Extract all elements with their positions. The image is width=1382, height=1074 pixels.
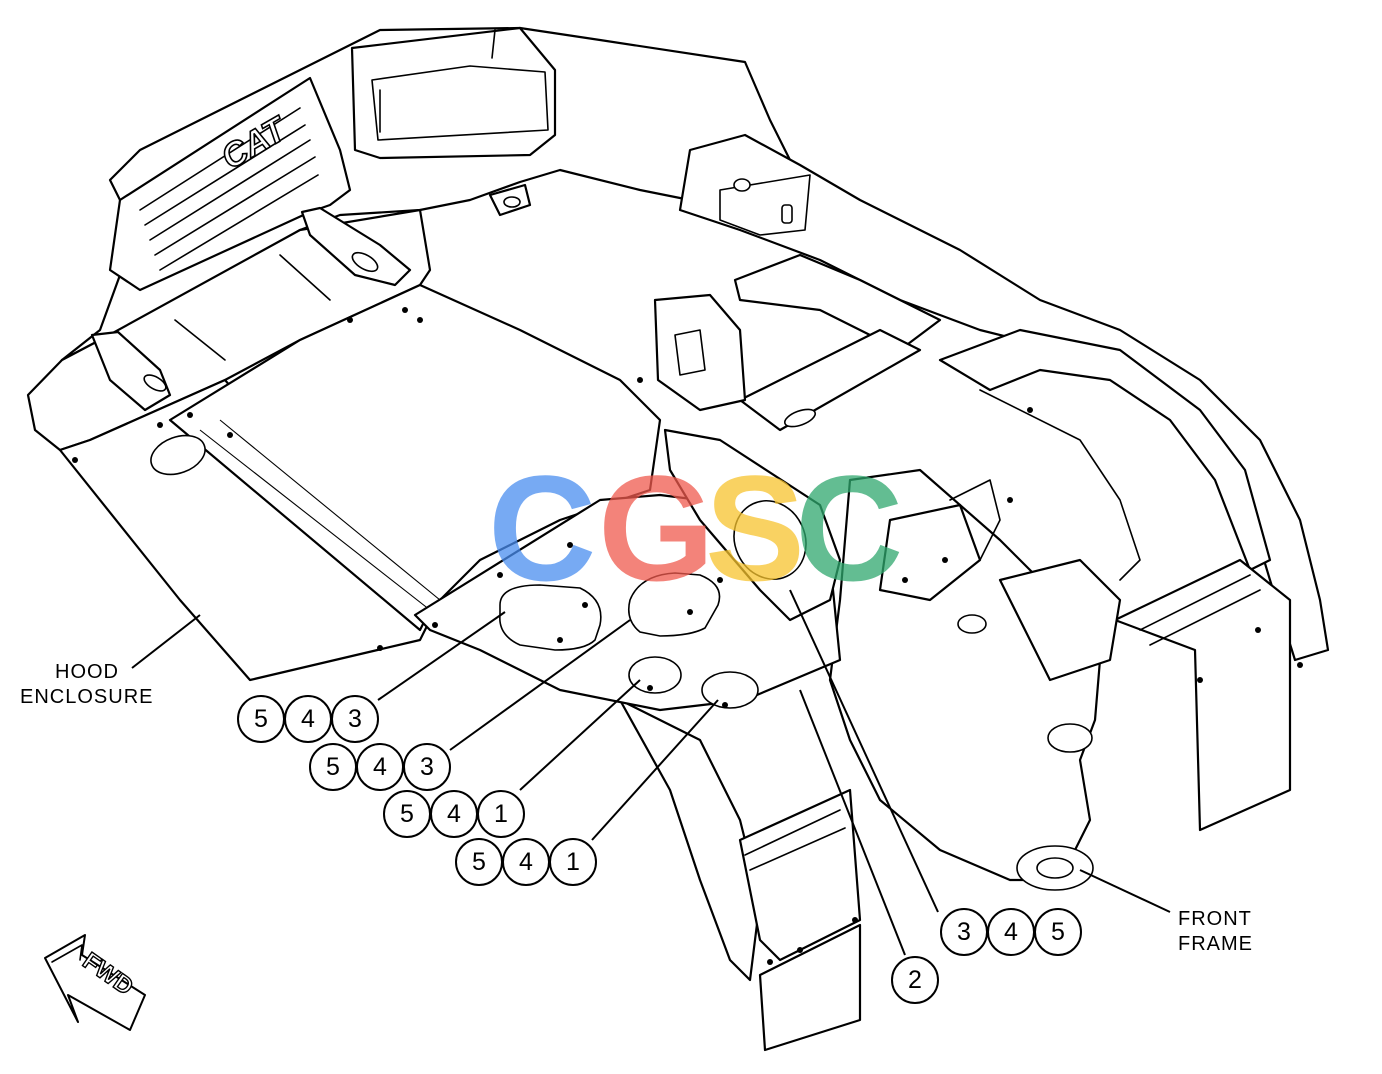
callout-b-3: 3 bbox=[420, 753, 434, 781]
callout-group-d: 5 4 1 bbox=[455, 838, 597, 886]
callout-e-1: 3 bbox=[957, 918, 971, 946]
fwd-arrow-icon: FWD bbox=[44, 934, 146, 1031]
watermark-letter-4: C bbox=[795, 444, 903, 612]
callout-group-c: 5 4 1 bbox=[383, 790, 525, 838]
callout-d-2: 4 bbox=[519, 848, 533, 876]
callout-c-1: 5 bbox=[400, 800, 414, 828]
watermark-letter-3: S bbox=[705, 444, 805, 612]
watermark-letter-1: C bbox=[488, 444, 596, 612]
leader-lines bbox=[131, 589, 1171, 956]
front-frame-label-line1: FRONT bbox=[1178, 908, 1252, 930]
callout-group-a: 5 4 3 bbox=[237, 695, 379, 743]
watermark-letter-2: G bbox=[598, 444, 715, 612]
callout-single: 2 bbox=[891, 956, 939, 1004]
hood-enclosure-label: HOOD ENCLOSURE bbox=[20, 661, 153, 708]
callout-a-1: 5 bbox=[254, 705, 268, 733]
bolts bbox=[72, 307, 1303, 965]
callout-d-1: 5 bbox=[472, 848, 486, 876]
callout-e-3: 5 bbox=[1051, 918, 1065, 946]
front-frame-label-line2: FRAME bbox=[1178, 933, 1253, 955]
callout-single-1: 2 bbox=[908, 966, 922, 994]
bottom-guard-plate bbox=[413, 428, 842, 712]
callout-b-2: 4 bbox=[373, 753, 387, 781]
hood-enclosure: CAT bbox=[26, 26, 802, 682]
callout-a-2: 4 bbox=[301, 705, 315, 733]
callout-d-3: 1 bbox=[566, 848, 580, 876]
callout-group-b: 5 4 3 bbox=[309, 743, 451, 791]
front-frame-structure bbox=[618, 133, 1330, 1052]
callout-a-3: 3 bbox=[348, 705, 362, 733]
callout-group-e: 3 4 5 bbox=[940, 908, 1082, 956]
callout-c-3: 1 bbox=[494, 800, 508, 828]
hood-enclosure-label-line1: HOOD bbox=[55, 661, 119, 683]
callout-c-2: 4 bbox=[447, 800, 461, 828]
cgsc-watermark: C G S C bbox=[488, 444, 903, 612]
front-frame-label: FRONT FRAME bbox=[1178, 908, 1253, 955]
callout-b-1: 5 bbox=[326, 753, 340, 781]
callout-e-2: 4 bbox=[1004, 918, 1018, 946]
hood-enclosure-label-line2: ENCLOSURE bbox=[20, 686, 153, 708]
